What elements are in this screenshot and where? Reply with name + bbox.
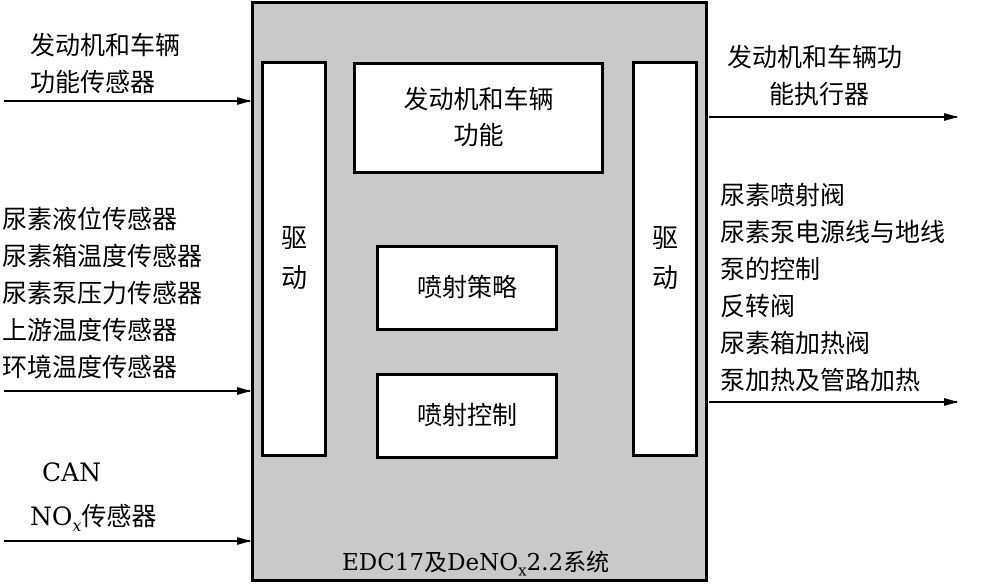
driver-right-char: 动 xyxy=(651,264,678,294)
can-label: CAN xyxy=(42,458,102,487)
list-item: 环境温度传感器 xyxy=(2,353,178,382)
list-item: 尿素箱温度传感器 xyxy=(2,242,203,271)
driver-left-char: 驱 xyxy=(280,224,307,254)
ecu-caption: EDC17及DeNOx2.2系统 xyxy=(342,550,610,580)
injection-control-label: 喷射控制 xyxy=(416,401,517,430)
list-item: 泵加热及管路加热 xyxy=(720,366,921,395)
list-item: 尿素箱加热阀 xyxy=(720,329,871,358)
functions-line: 功能 xyxy=(453,121,504,150)
engine-sensors-label: 发动机和车辆 功能传感器 xyxy=(30,31,181,97)
list-item: 泵的控制 xyxy=(720,255,821,284)
nox-sensor-label: NOx传感器 xyxy=(30,502,157,535)
urea-actuators-list: 尿素喷射阀 尿素泵电源线与地线 泵的控制 反转阀 尿素箱加热阀 泵加热及管路加热 xyxy=(720,177,945,399)
list-item: 尿素泵电源线与地线 xyxy=(720,218,946,247)
injection-strategy-label: 喷射策略 xyxy=(416,273,517,302)
list-item: 尿素泵压力传感器 xyxy=(2,279,203,308)
injection-control-box: 喷射控制 xyxy=(376,373,558,459)
list-item: 尿素液位传感器 xyxy=(2,205,178,234)
urea-sensors-list: 尿素液位传感器 尿素箱温度传感器 尿素泵压力传感器 上游温度传感器 环境温度传感… xyxy=(2,201,202,386)
driver-right-char: 驱 xyxy=(651,224,678,254)
engine-actuators-label: 发动机和车辆功 能执行器 xyxy=(727,43,903,109)
driver-left-char: 动 xyxy=(280,264,307,294)
driver-left-box: 驱 动 xyxy=(261,61,327,457)
list-item: 上游温度传感器 xyxy=(2,316,178,345)
functions-line: 发动机和车辆 xyxy=(403,85,554,114)
driver-right-box: 驱 动 xyxy=(632,61,698,457)
functions-box: 发动机和车辆 功能 xyxy=(353,62,604,174)
list-item: 反转阀 xyxy=(720,292,796,321)
list-item: 尿素喷射阀 xyxy=(720,181,846,210)
injection-strategy-box: 喷射策略 xyxy=(376,245,558,331)
